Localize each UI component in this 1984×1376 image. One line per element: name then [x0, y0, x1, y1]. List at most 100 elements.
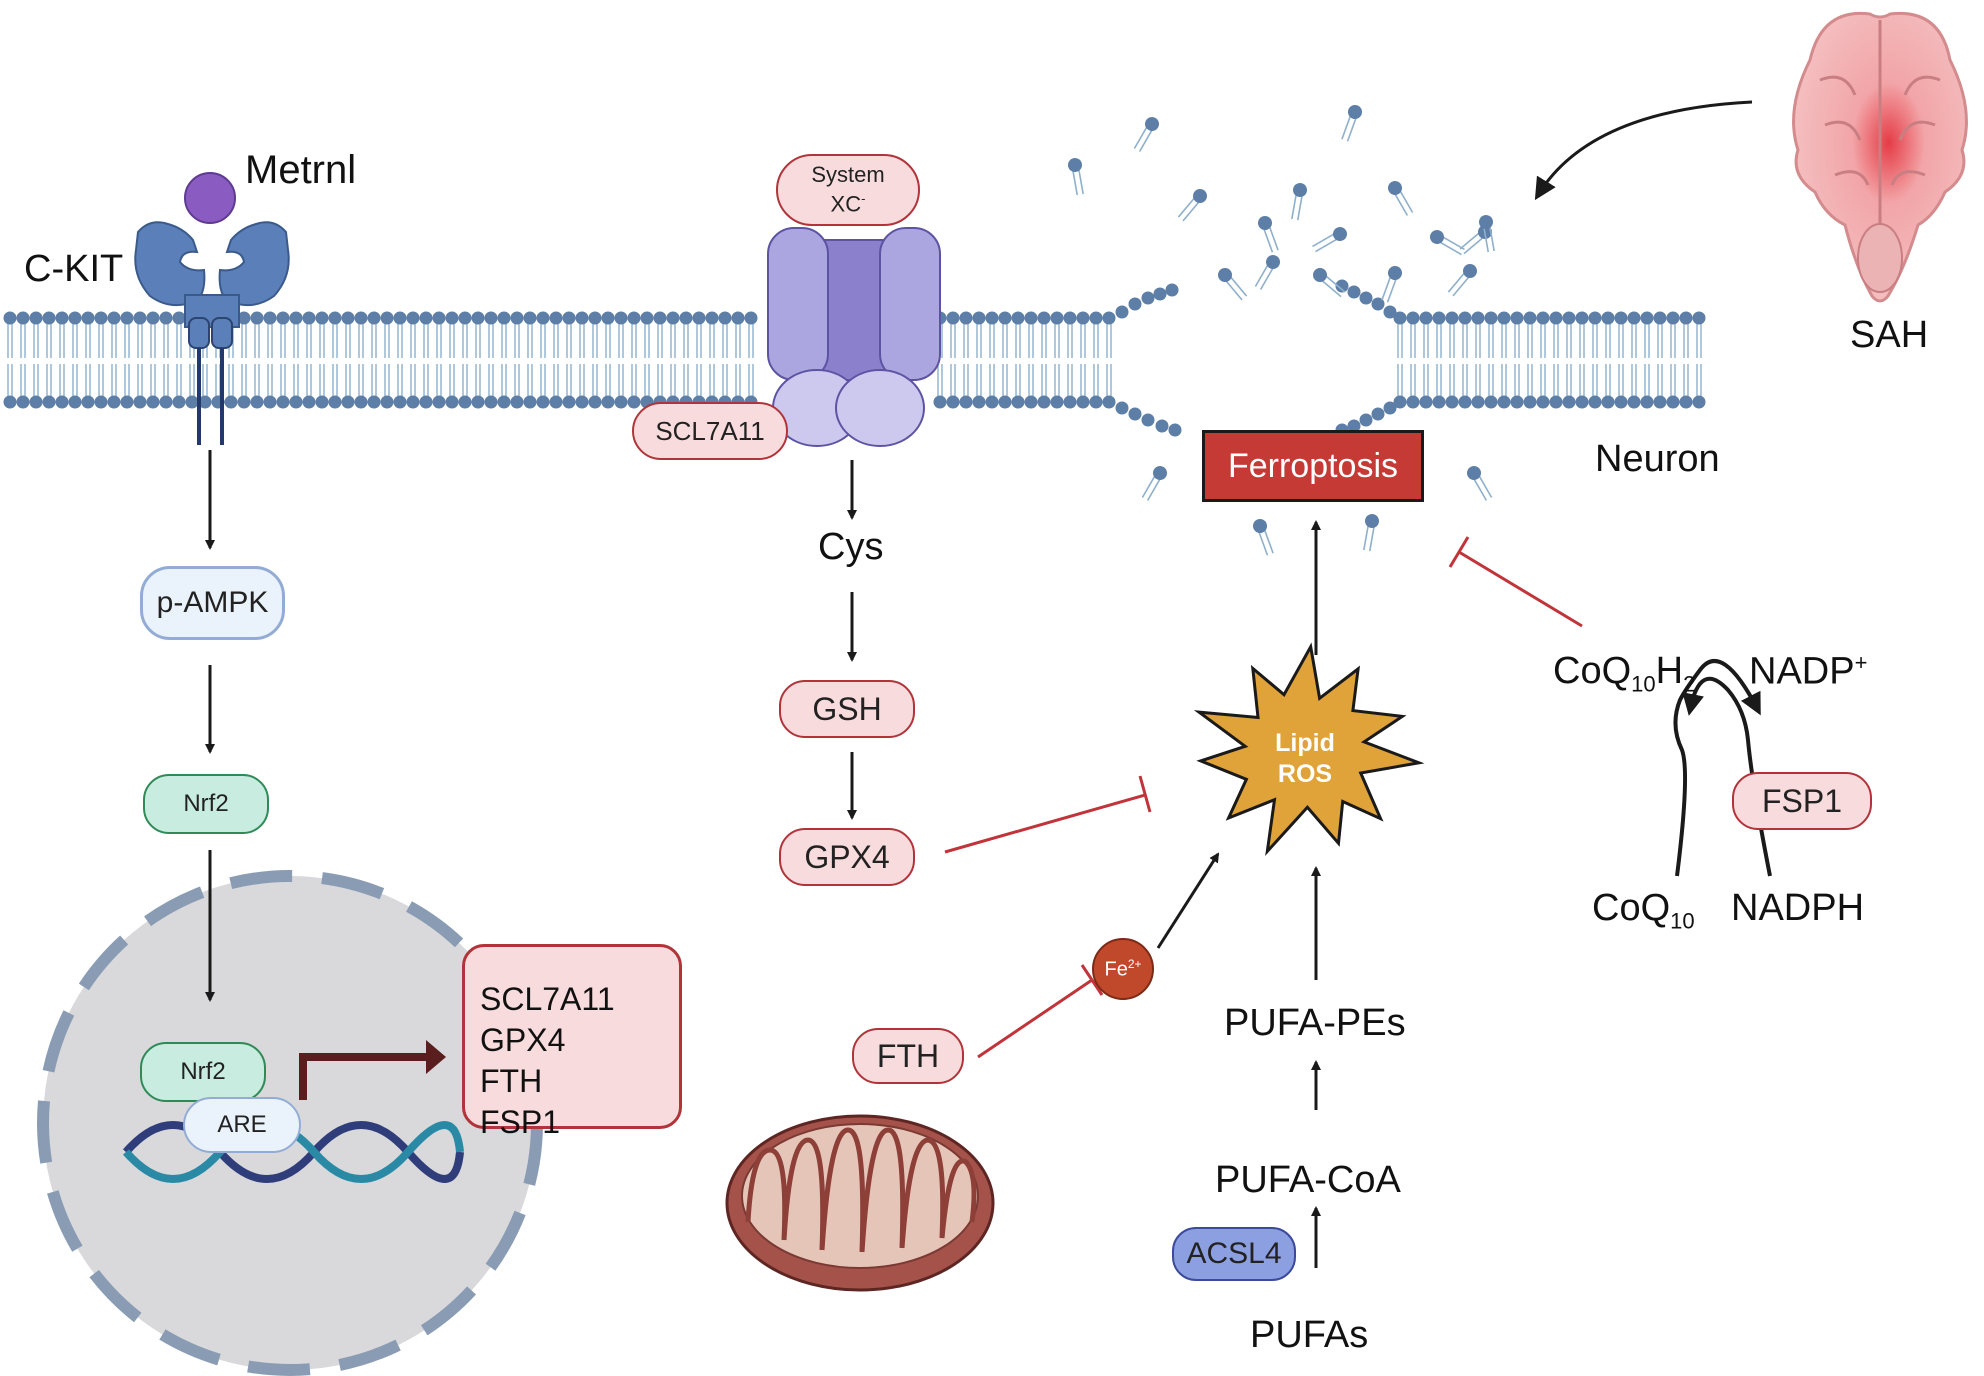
- system-xc-label-2-wrap: XC-: [831, 187, 866, 216]
- free-lipid: [1447, 264, 1477, 297]
- lipid-head: [959, 395, 973, 409]
- cys-label: Cys: [818, 526, 884, 568]
- pampk-node: p-AMPK: [140, 566, 285, 640]
- lipid-head: [315, 311, 329, 325]
- lipid-head: [393, 311, 407, 325]
- lipid-ros-line2: ROS: [1277, 760, 1333, 788]
- free-lipid: [1467, 466, 1493, 501]
- lipid-head: [731, 311, 745, 325]
- lipid-tail: [1439, 241, 1462, 256]
- lipid-head: [458, 395, 472, 409]
- lipid-head: [510, 395, 524, 409]
- lipid-head: [1024, 311, 1038, 325]
- coq10h2-h: H: [1655, 650, 1684, 692]
- lipid-head: [16, 395, 30, 409]
- free-lipid: [1341, 105, 1362, 142]
- free-lipid: [1177, 189, 1207, 222]
- lipid-head: [1011, 311, 1025, 325]
- gsh-node: GSH: [779, 680, 915, 738]
- lipid-head: [1471, 395, 1485, 409]
- lipid-head: [1588, 311, 1602, 325]
- lipid-head: [1388, 181, 1402, 195]
- lipid-tail: [1263, 529, 1274, 554]
- lipid-head: [1335, 279, 1349, 293]
- system-xc-node: System XC-: [776, 154, 920, 226]
- lipid-head: [159, 311, 173, 325]
- nrf2-nuclear-node: Nrf2: [140, 1042, 266, 1102]
- free-lipid: [1291, 183, 1307, 221]
- lipid-head: [432, 311, 446, 325]
- nrf2-cyto-node: Nrf2: [143, 774, 269, 834]
- lipid-head: [1627, 311, 1641, 325]
- lipid-head: [1679, 395, 1693, 409]
- fsp1-label: FSP1: [1761, 782, 1843, 819]
- lipid-head: [289, 395, 303, 409]
- lipid-head: [1063, 311, 1077, 325]
- lipid-head: [133, 311, 147, 325]
- lipid-head: [1141, 413, 1155, 427]
- lipid-head: [1549, 311, 1563, 325]
- lipid-head: [1063, 395, 1077, 409]
- lipid-head: [68, 395, 82, 409]
- lipid-head: [998, 311, 1012, 325]
- lipid-head: [1383, 305, 1397, 319]
- lipid-head: [1497, 395, 1511, 409]
- lipid-head: [198, 395, 212, 409]
- lipid-head: [1432, 311, 1446, 325]
- iron-label-wrap: Fe2+: [1104, 957, 1141, 982]
- lipid-tail: [1346, 117, 1357, 142]
- lipid-head: [1458, 395, 1472, 409]
- lipid-head: [406, 311, 420, 325]
- lipid-head: [263, 395, 277, 409]
- lipid-head: [484, 311, 498, 325]
- lipid-head: [81, 311, 95, 325]
- lipid-head: [1253, 519, 1267, 533]
- scl7a11-membrane-label: SCL7A11: [655, 415, 765, 446]
- lipid-head: [946, 395, 960, 409]
- lipid-head: [1666, 311, 1680, 325]
- system-xc-sup: -: [861, 191, 866, 207]
- lipid-head: [1467, 466, 1481, 480]
- lipid-head: [1484, 311, 1498, 325]
- lipid-head: [1348, 105, 1362, 119]
- lipid-head: [68, 311, 82, 325]
- lipid-head: [1536, 395, 1550, 409]
- lipid-head: [1258, 216, 1272, 230]
- lipid-tail: [1146, 478, 1161, 501]
- lipid-head: [1471, 311, 1485, 325]
- lipid-head: [562, 311, 576, 325]
- lipid-head: [1024, 395, 1038, 409]
- lipid-head: [1383, 401, 1397, 415]
- lipid-head: [341, 395, 355, 409]
- lipid-head: [744, 311, 758, 325]
- lipid-tail: [1489, 226, 1495, 252]
- lipid-head: [1497, 311, 1511, 325]
- coq10h2-base: CoQ: [1553, 650, 1632, 692]
- lipid-head: [380, 311, 394, 325]
- lipid-head: [1614, 311, 1628, 325]
- free-lipid: [1218, 268, 1248, 301]
- lipid-head: [1037, 311, 1051, 325]
- lipid-tail: [1225, 280, 1243, 301]
- lipid-head: [302, 311, 316, 325]
- nadp-base: NADP: [1749, 650, 1855, 693]
- lipid-head: [523, 311, 537, 325]
- lipid-tail: [1315, 238, 1338, 253]
- lipid-tail: [1399, 190, 1414, 213]
- lipid-head: [1640, 395, 1654, 409]
- lipid-head: [380, 395, 394, 409]
- lipid-head: [1484, 395, 1498, 409]
- sah-label: SAH: [1850, 314, 1929, 356]
- lipid-head: [972, 395, 986, 409]
- lipid-head: [1393, 311, 1407, 325]
- lipid-head: [1266, 255, 1280, 269]
- iron-label: Fe: [1104, 958, 1128, 981]
- ckit-receptor: [134, 172, 290, 445]
- lipid-head: [1102, 395, 1116, 409]
- lipid-head: [1115, 305, 1129, 319]
- lipid-tail: [1229, 276, 1248, 297]
- lipid-head: [42, 395, 56, 409]
- gpx4-node: GPX4: [779, 828, 915, 886]
- lipid-head: [1076, 311, 1090, 325]
- lipid-head: [1510, 395, 1524, 409]
